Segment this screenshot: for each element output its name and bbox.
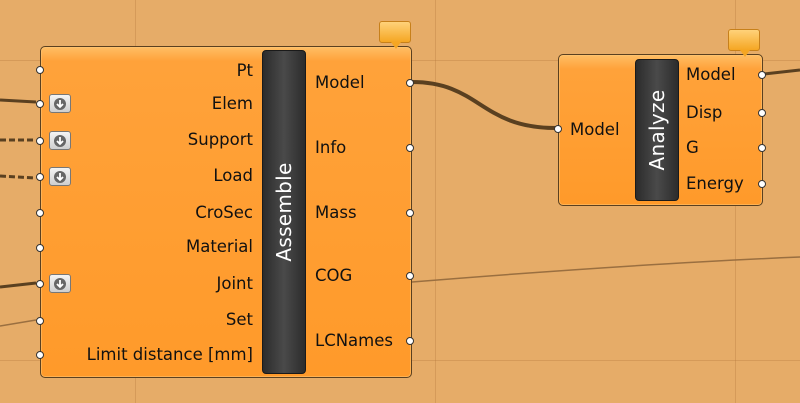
input-label-pt: Pt <box>236 61 253 80</box>
input-port-joint[interactable] <box>36 280 44 288</box>
input-port-load[interactable] <box>36 173 44 181</box>
elem-flatten-icon[interactable] <box>49 94 71 113</box>
input-port-elem[interactable] <box>36 100 44 108</box>
output-port-mass[interactable] <box>406 209 414 217</box>
output-label-mass: Mass <box>315 203 357 222</box>
output-port-lcnames[interactable] <box>406 337 414 345</box>
assemble-title: Assemble <box>272 162 296 262</box>
analyze-component[interactable]: Analyze Model Model Disp G Energy <box>554 54 766 206</box>
support-flatten-icon[interactable] <box>49 131 71 150</box>
load-flatten-icon[interactable] <box>49 167 71 186</box>
input-label-set: Set <box>225 310 253 329</box>
analyze-title: Analyze <box>645 89 669 171</box>
input-label-limit-distance: Limit distance [mm] <box>86 345 253 364</box>
wire-model[interactable] <box>411 80 557 130</box>
output-label-cog: COG <box>315 266 353 285</box>
input-label-joint: Joint <box>216 274 253 293</box>
input-label-support: Support <box>187 130 253 149</box>
wire-elem[interactable] <box>0 98 37 104</box>
analyze-output-label-energy: Energy <box>686 174 744 193</box>
input-port-material[interactable] <box>36 244 44 252</box>
analyze-input-port-model[interactable] <box>554 125 562 133</box>
output-port-cog[interactable] <box>406 272 414 280</box>
analyze-output-label-g: G <box>686 138 699 157</box>
output-port-model[interactable] <box>406 79 414 87</box>
wire-load[interactable] <box>0 174 37 180</box>
input-label-crosec: CroSec <box>195 203 253 222</box>
analyze-output-port-g[interactable] <box>758 144 766 152</box>
analyze-output-label-disp: Disp <box>686 103 723 122</box>
analyze-output-port-disp[interactable] <box>758 109 766 117</box>
output-port-info[interactable] <box>406 144 414 152</box>
analyze-output-label-model: Model <box>686 65 736 84</box>
input-label-load: Load <box>213 166 253 185</box>
wire-set[interactable] <box>0 319 37 327</box>
input-port-support[interactable] <box>36 137 44 145</box>
wire-cog[interactable] <box>411 256 800 283</box>
wire-joint[interactable] <box>0 281 37 289</box>
input-port-pt[interactable] <box>36 66 44 74</box>
analyze-input-label-model: Model <box>570 120 620 139</box>
output-label-model: Model <box>315 73 365 92</box>
analyze-output-port-model[interactable] <box>758 71 766 79</box>
analyze-output-port-energy[interactable] <box>758 180 766 188</box>
wire-analyze-model[interactable] <box>763 68 800 76</box>
output-label-info: Info <box>315 138 347 157</box>
assemble-title-bar[interactable]: Assemble <box>262 50 306 374</box>
input-label-elem: Elem <box>211 94 253 113</box>
assemble-component[interactable]: Assemble Pt Elem Support Load CroSec Mat… <box>36 46 414 378</box>
input-label-material: Material <box>185 237 253 256</box>
assemble-message-icon[interactable] <box>379 21 411 49</box>
output-label-lcnames: LCNames <box>315 331 393 350</box>
input-port-limit-distance[interactable] <box>36 351 44 359</box>
input-port-set[interactable] <box>36 317 44 325</box>
analyze-message-icon[interactable] <box>728 29 760 57</box>
input-port-crosec[interactable] <box>36 209 44 217</box>
joint-flatten-icon[interactable] <box>49 274 71 293</box>
analyze-title-bar[interactable]: Analyze <box>635 59 679 201</box>
